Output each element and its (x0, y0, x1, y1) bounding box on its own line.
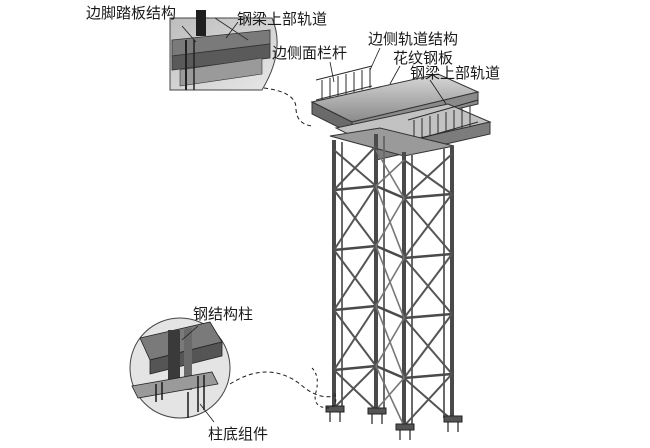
base-highlight-loop (311, 367, 337, 409)
label-side-rail-structure: 边侧轨道结构 (368, 30, 459, 48)
base-detail-leader (229, 371, 335, 398)
top-detail-circle (169, 10, 278, 91)
label-beam-top-rail: 钢梁上部轨道 (410, 64, 501, 82)
label-beam-top-rail-detail: 钢梁上部轨道 (237, 10, 328, 28)
label-side-walkway: 边脚踏板结构 (86, 4, 177, 22)
label-checker-plate: 花纹钢板 (393, 49, 454, 67)
top-detail-leader (263, 87, 313, 127)
base-detail-circle (129, 317, 231, 419)
label-column-base: 柱底组件 (208, 425, 269, 443)
label-leaders (181, 21, 447, 423)
lattice-tower (325, 127, 463, 440)
label-side-railing: 边侧面栏杆 (272, 44, 348, 62)
label-steel-column: 钢结构柱 (193, 305, 254, 323)
